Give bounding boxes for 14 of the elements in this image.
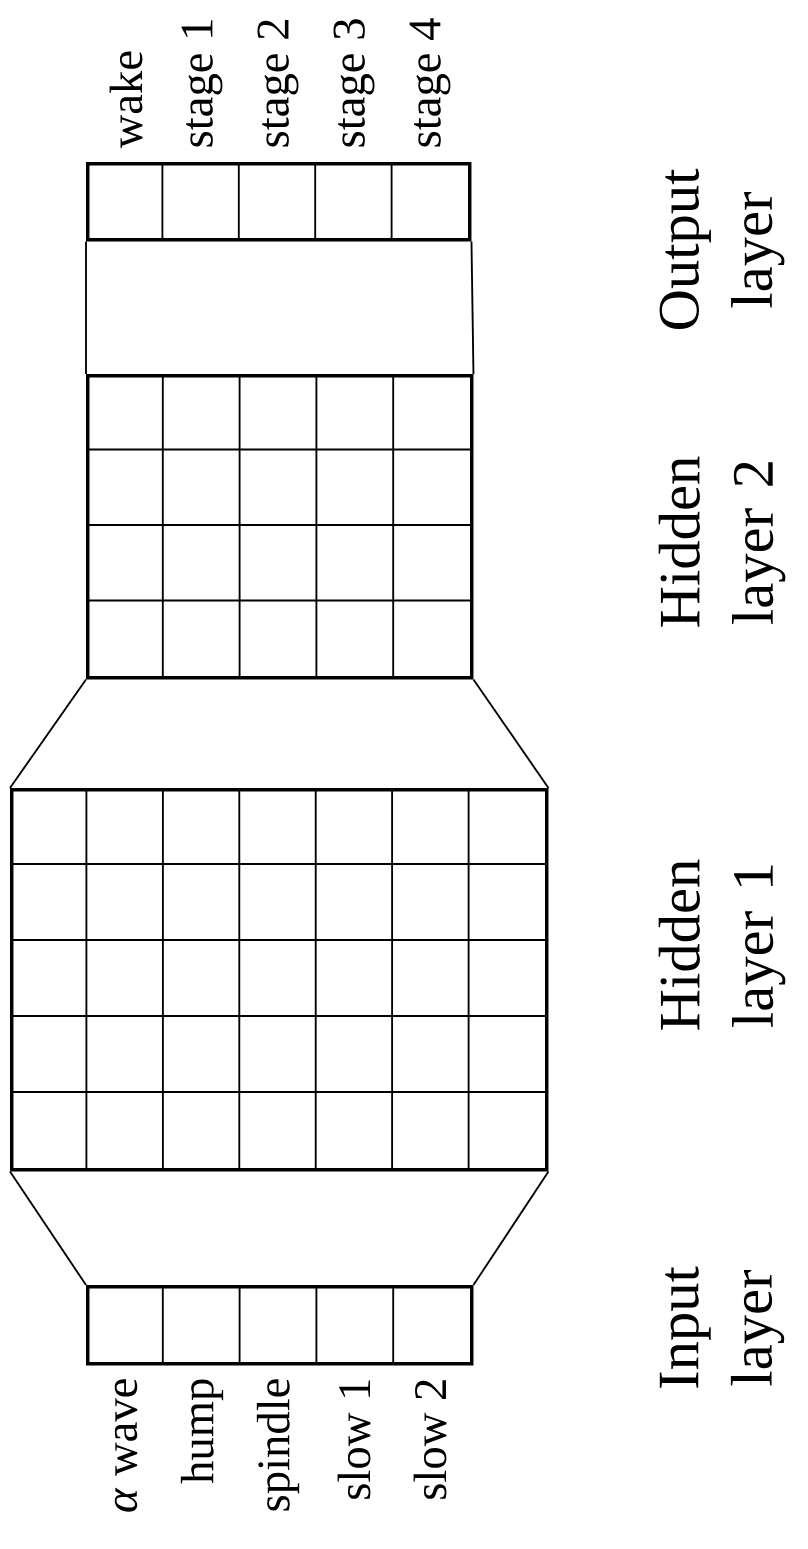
layer-label: Hidden layer 2 — [658, 456, 786, 627]
connection-line — [472, 678, 550, 789]
connection-line — [85, 240, 87, 375]
connection-line — [9, 678, 87, 789]
layer-grid — [86, 161, 472, 242]
connection-line — [9, 1170, 87, 1286]
layer-grid — [9, 787, 549, 1172]
layer-grid — [85, 373, 474, 680]
layer-label: Hidden layer 1 — [658, 859, 786, 1030]
layer-label: Input layer — [659, 1266, 785, 1388]
connection-line — [472, 1170, 550, 1286]
connection-line — [470, 240, 475, 375]
layer-label: Output layer — [659, 168, 785, 330]
layer-grid — [86, 1284, 474, 1366]
